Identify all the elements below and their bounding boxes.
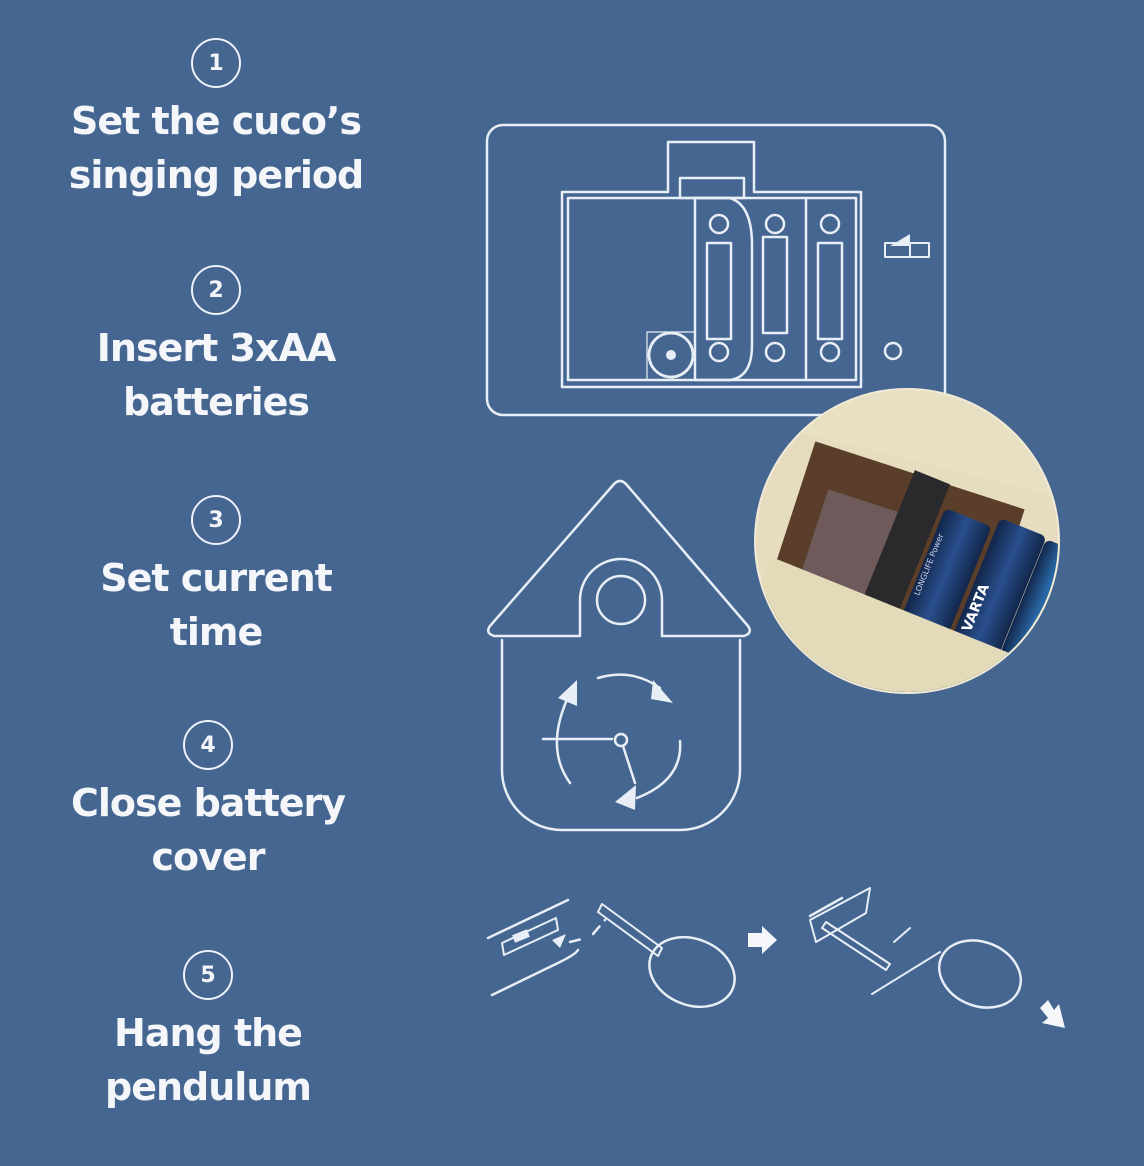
pendulum-diagram — [486, 887, 1065, 1028]
step-title: Set current time — [66, 551, 366, 659]
clock-hands-icon — [541, 673, 682, 810]
step-title-line: Set the cuco’s — [70, 99, 362, 143]
step-title-line: batteries — [122, 380, 310, 424]
step-title-line: Close battery — [70, 781, 346, 825]
step-title-line: pendulum — [105, 1065, 312, 1109]
dial-icon — [646, 331, 696, 381]
cuckoo-door-icon — [595, 574, 647, 626]
step-number-badge: 3 — [191, 495, 241, 545]
battery-compartment-diagram — [485, 123, 947, 417]
step-number-badge: 5 — [183, 950, 233, 1000]
step-title-line: singing period — [68, 153, 364, 197]
step-3: 3 Set current time — [66, 495, 366, 659]
step-title-line: Hang the — [114, 1011, 303, 1055]
step-title-line: time — [169, 610, 264, 654]
step-title-line: Set current — [100, 556, 333, 600]
step-title-line: Insert 3xAA — [96, 326, 336, 370]
step-number-badge: 1 — [191, 38, 241, 88]
step-title: Set the cuco’s singing period — [66, 94, 366, 202]
battery-slot-2 — [761, 213, 789, 363]
step-title: Hang the pendulum — [58, 1006, 358, 1114]
battery-photo: VARTA AA LONGLIFE Power — [754, 388, 1060, 694]
step-title: Close battery cover — [58, 776, 358, 884]
battery-slot-3 — [816, 213, 844, 363]
volume-switch-icon — [884, 234, 930, 258]
step-1: 1 Set the cuco’s singing period — [66, 38, 366, 202]
battery-slot-1 — [705, 213, 733, 363]
arrow-right-icon — [748, 926, 777, 954]
step-number-badge: 2 — [191, 265, 241, 315]
arrow-down-right-icon — [1040, 1000, 1065, 1028]
step-title: Insert 3xAA batteries — [66, 321, 366, 429]
step-4: 4 Close battery cover — [58, 720, 358, 884]
step-2: 2 Insert 3xAA batteries — [66, 265, 366, 429]
set-time-diagram — [486, 479, 752, 832]
step-5: 5 Hang the pendulum — [58, 950, 358, 1114]
button-icon — [883, 341, 903, 361]
step-title-line: cover — [151, 835, 266, 879]
step-number-badge: 4 — [183, 720, 233, 770]
